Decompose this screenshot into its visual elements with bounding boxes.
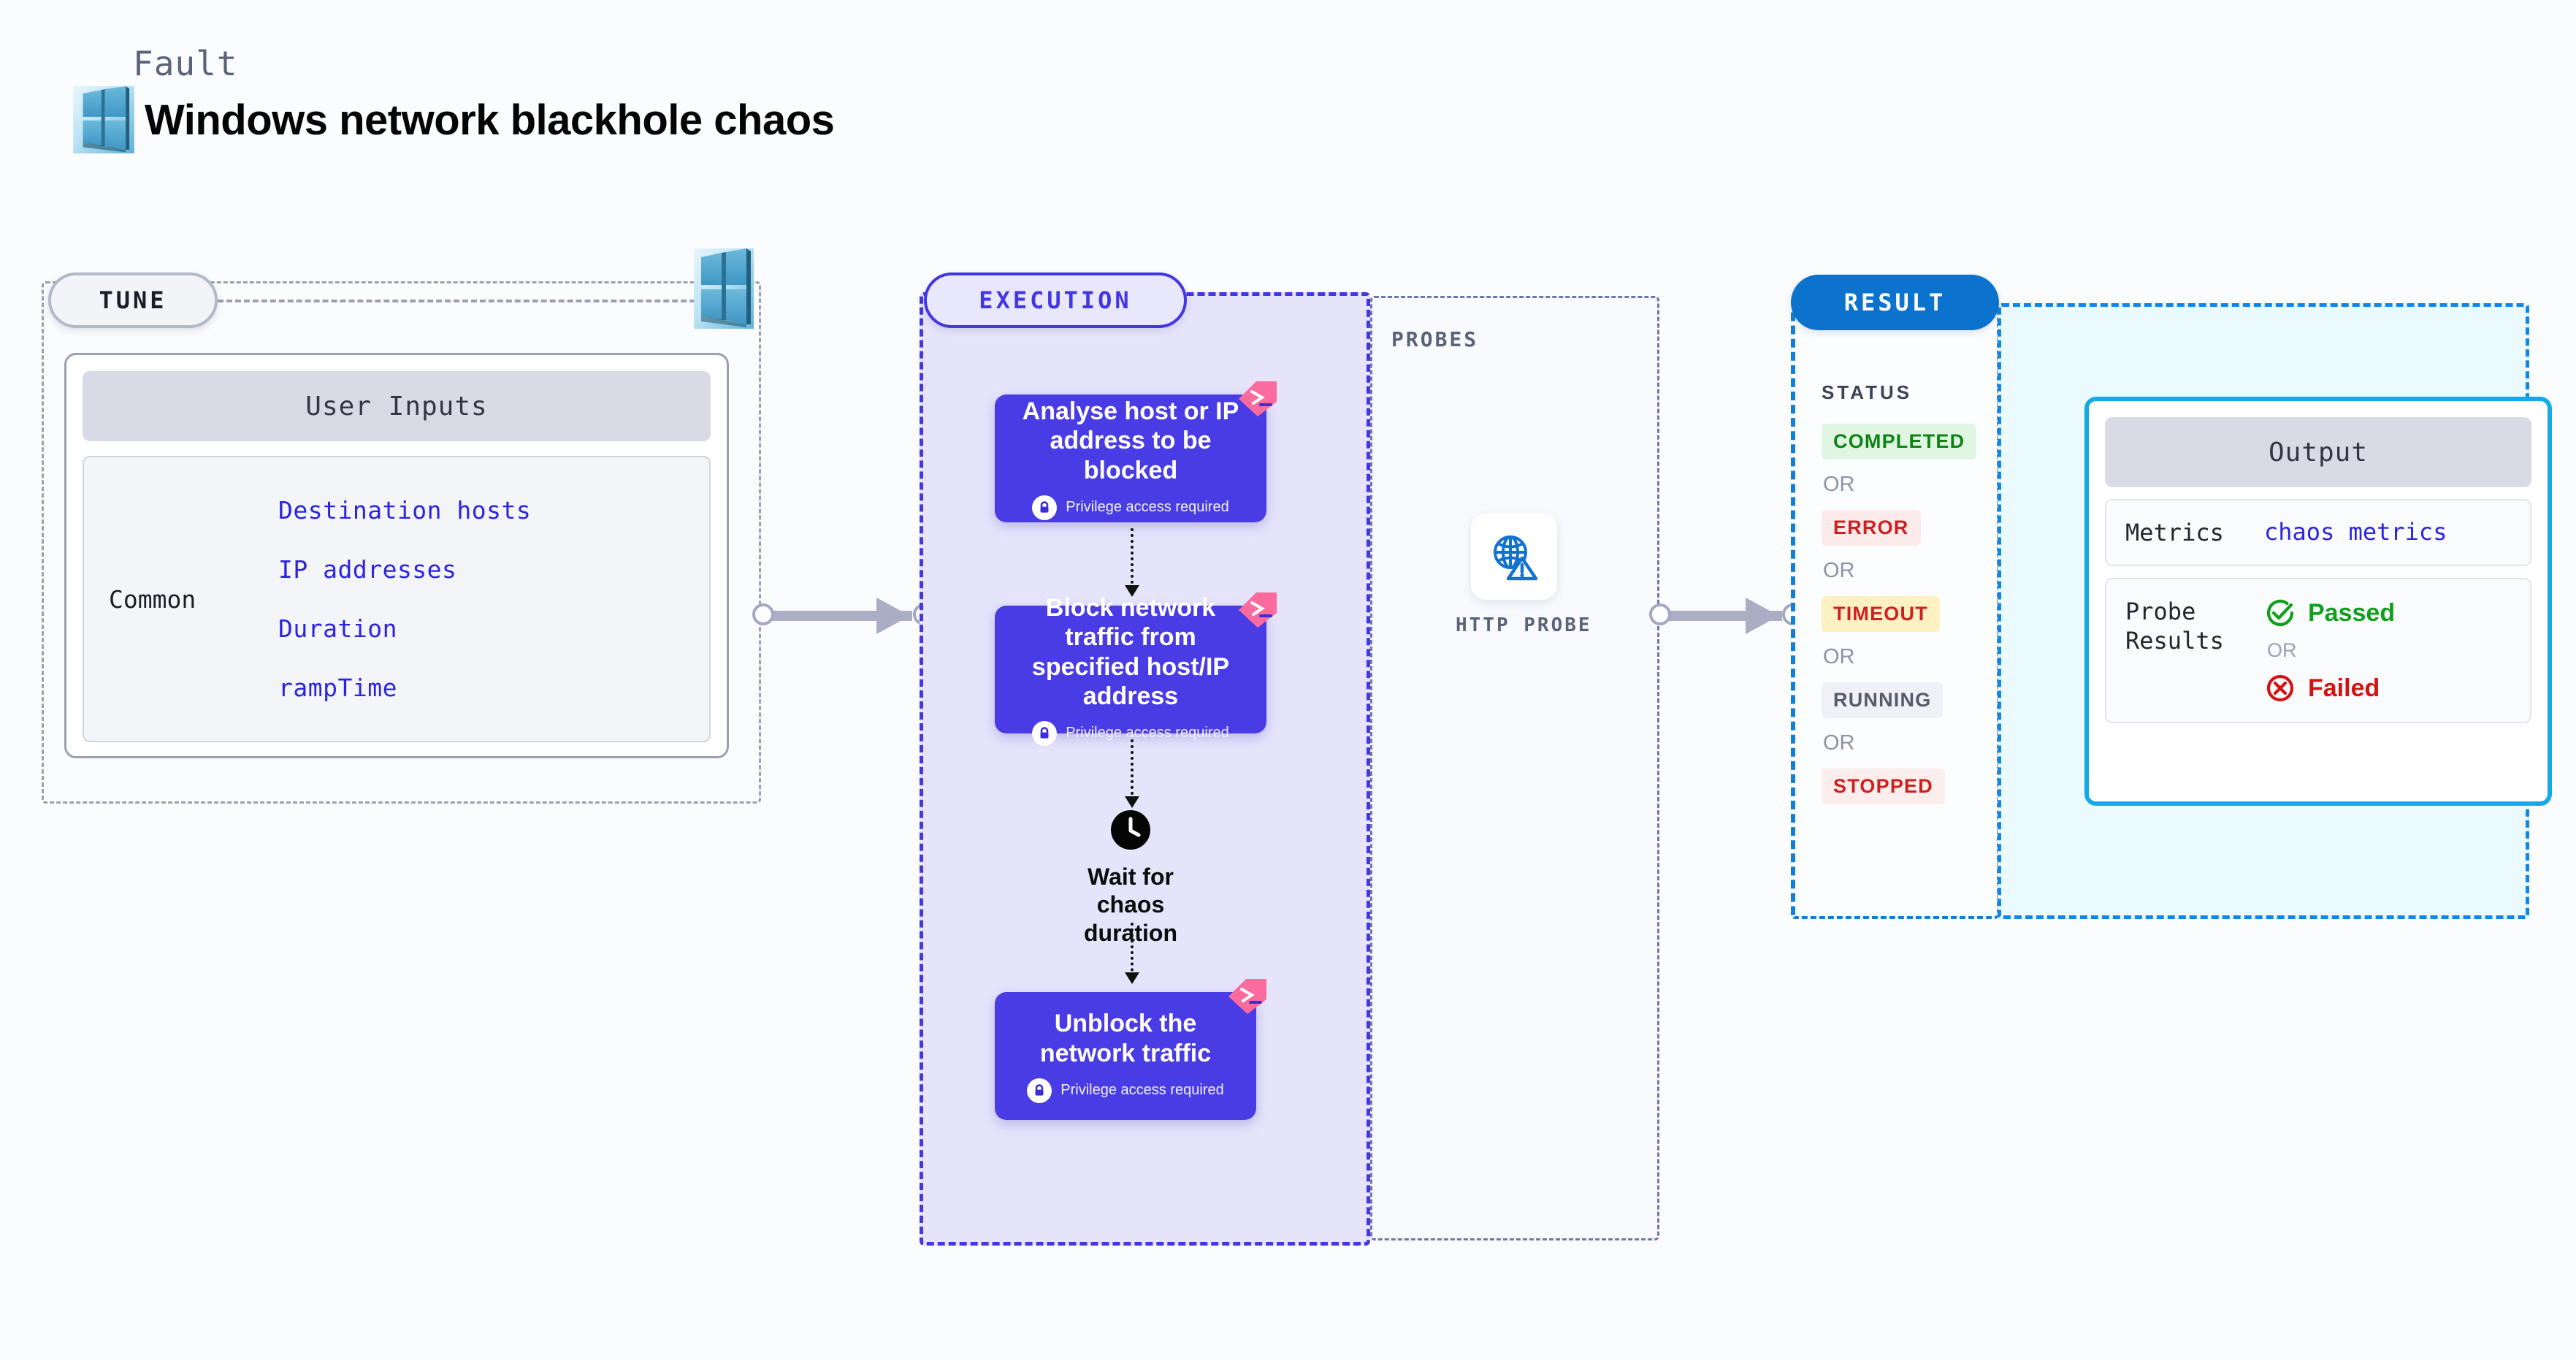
lock-icon — [1032, 495, 1058, 520]
status-badge: RUNNING — [1822, 682, 1944, 718]
user-inputs-card: User Inputs Common Destination hosts IP … — [64, 353, 729, 758]
input-group-label: Common — [109, 584, 196, 614]
probe-item-http[interactable]: HTTP PROBE — [1456, 514, 1592, 636]
probe-result-failed: Failed — [2264, 672, 2511, 704]
page-title: Windows network blackhole chaos — [145, 96, 835, 144]
metrics-value[interactable]: chaos metrics — [2264, 518, 2447, 546]
clock-icon — [1111, 810, 1150, 850]
status-badge: ERROR — [1822, 510, 1921, 546]
tune-leader-line — [218, 300, 722, 302]
privilege-note: Privilege access required — [1032, 720, 1229, 746]
flow-arrow — [1125, 923, 1139, 984]
output-header: Output — [2105, 417, 2531, 487]
passed-label: Passed — [2308, 598, 2396, 627]
execution-step-title: Block network traffic from specified hos… — [1031, 594, 1230, 710]
or-separator: OR — [2267, 639, 2297, 661]
output-probe-results-row: Probe Results Passed OR Failed — [2105, 578, 2531, 723]
lock-icon — [1027, 1078, 1052, 1103]
execution-step-title: Analyse host or IP address to be blocked — [1022, 397, 1239, 484]
probe-name: HTTP PROBE — [1456, 614, 1592, 636]
or-separator: OR — [1823, 559, 1855, 582]
execution-step-card[interactable]: Analyse host or IP address to be blocked… — [995, 381, 1277, 522]
privilege-note: Privilege access required — [1032, 495, 1229, 520]
status-badge: STOPPED — [1822, 769, 1945, 804]
tune-pill[interactable]: TUNE — [48, 272, 218, 328]
execution-step-card[interactable]: Block network traffic from specified hos… — [995, 592, 1277, 746]
powershell-ribbon-icon — [1228, 979, 1266, 1014]
probe-results-key: Probe Results — [2125, 598, 2224, 655]
status-heading: STATUS — [1822, 381, 1913, 403]
probe-result-passed: Passed — [2264, 597, 2511, 629]
check-circle-icon — [2266, 599, 2294, 627]
privilege-text: Privilege access required — [1066, 499, 1229, 516]
input-field[interactable]: rampTime — [278, 674, 397, 702]
status-list: COMPLETED OR ERROR OR TIMEOUT OR RUNNING… — [1822, 424, 1990, 804]
execution-step-title: Unblock the network traffic — [1039, 1010, 1212, 1067]
metrics-key: Metrics — [2125, 519, 2224, 546]
or-separator: OR — [1823, 645, 1855, 668]
wait-node: Wait for chaos duration — [1061, 809, 1200, 947]
user-inputs-body: Common Destination hosts IP addresses Du… — [83, 456, 711, 742]
powershell-ribbon-icon — [1239, 592, 1277, 628]
or-separator: OR — [1823, 473, 1855, 496]
or-separator: OR — [1823, 731, 1855, 755]
connector-tune-to-execution — [752, 598, 935, 634]
x-circle-icon — [2266, 674, 2294, 702]
privilege-text: Privilege access required — [1066, 725, 1229, 742]
powershell-ribbon-icon — [1239, 381, 1277, 416]
windows-logo-icon — [73, 86, 134, 153]
probe-tile[interactable] — [1471, 514, 1557, 600]
failed-label: Failed — [2308, 674, 2380, 702]
probes-section-label: PROBES — [1391, 327, 1479, 351]
probes-panel — [1370, 296, 1659, 1240]
page-header: Fault — [70, 44, 835, 153]
flow-arrow — [1125, 739, 1139, 808]
privilege-note: Privilege access required — [1027, 1078, 1224, 1103]
connector-probes-to-result — [1649, 598, 1804, 634]
result-pill[interactable]: RESULT — [1791, 275, 1999, 330]
probe-results-values: Passed OR Failed — [2264, 597, 2511, 704]
output-metrics-row: Metrics chaos metrics — [2105, 499, 2531, 566]
execution-pill[interactable]: EXECUTION — [924, 272, 1187, 328]
output-card: Output Metrics chaos metrics Probe Resul… — [2084, 397, 2552, 806]
wait-label: Wait for chaos duration — [1084, 864, 1177, 946]
privilege-text: Privilege access required — [1060, 1082, 1224, 1099]
input-field-list: Destination hosts IP addresses Duration … — [267, 496, 709, 702]
status-badge: COMPLETED — [1822, 424, 1977, 460]
globe-warning-icon — [1494, 535, 1538, 581]
flow-arrow — [1125, 528, 1139, 597]
lock-icon — [1032, 720, 1058, 746]
fault-kicker: Fault — [133, 44, 238, 83]
input-field[interactable]: Destination hosts — [278, 496, 532, 525]
windows-logo-icon — [694, 248, 754, 329]
tune-panel — [42, 281, 761, 804]
user-inputs-header: User Inputs — [83, 371, 711, 441]
execution-step-card[interactable]: Unblock the network traffic Privilege ac… — [995, 979, 1266, 1120]
status-badge: TIMEOUT — [1822, 596, 1940, 632]
input-field[interactable]: IP addresses — [278, 555, 457, 584]
input-field[interactable]: Duration — [278, 614, 397, 643]
